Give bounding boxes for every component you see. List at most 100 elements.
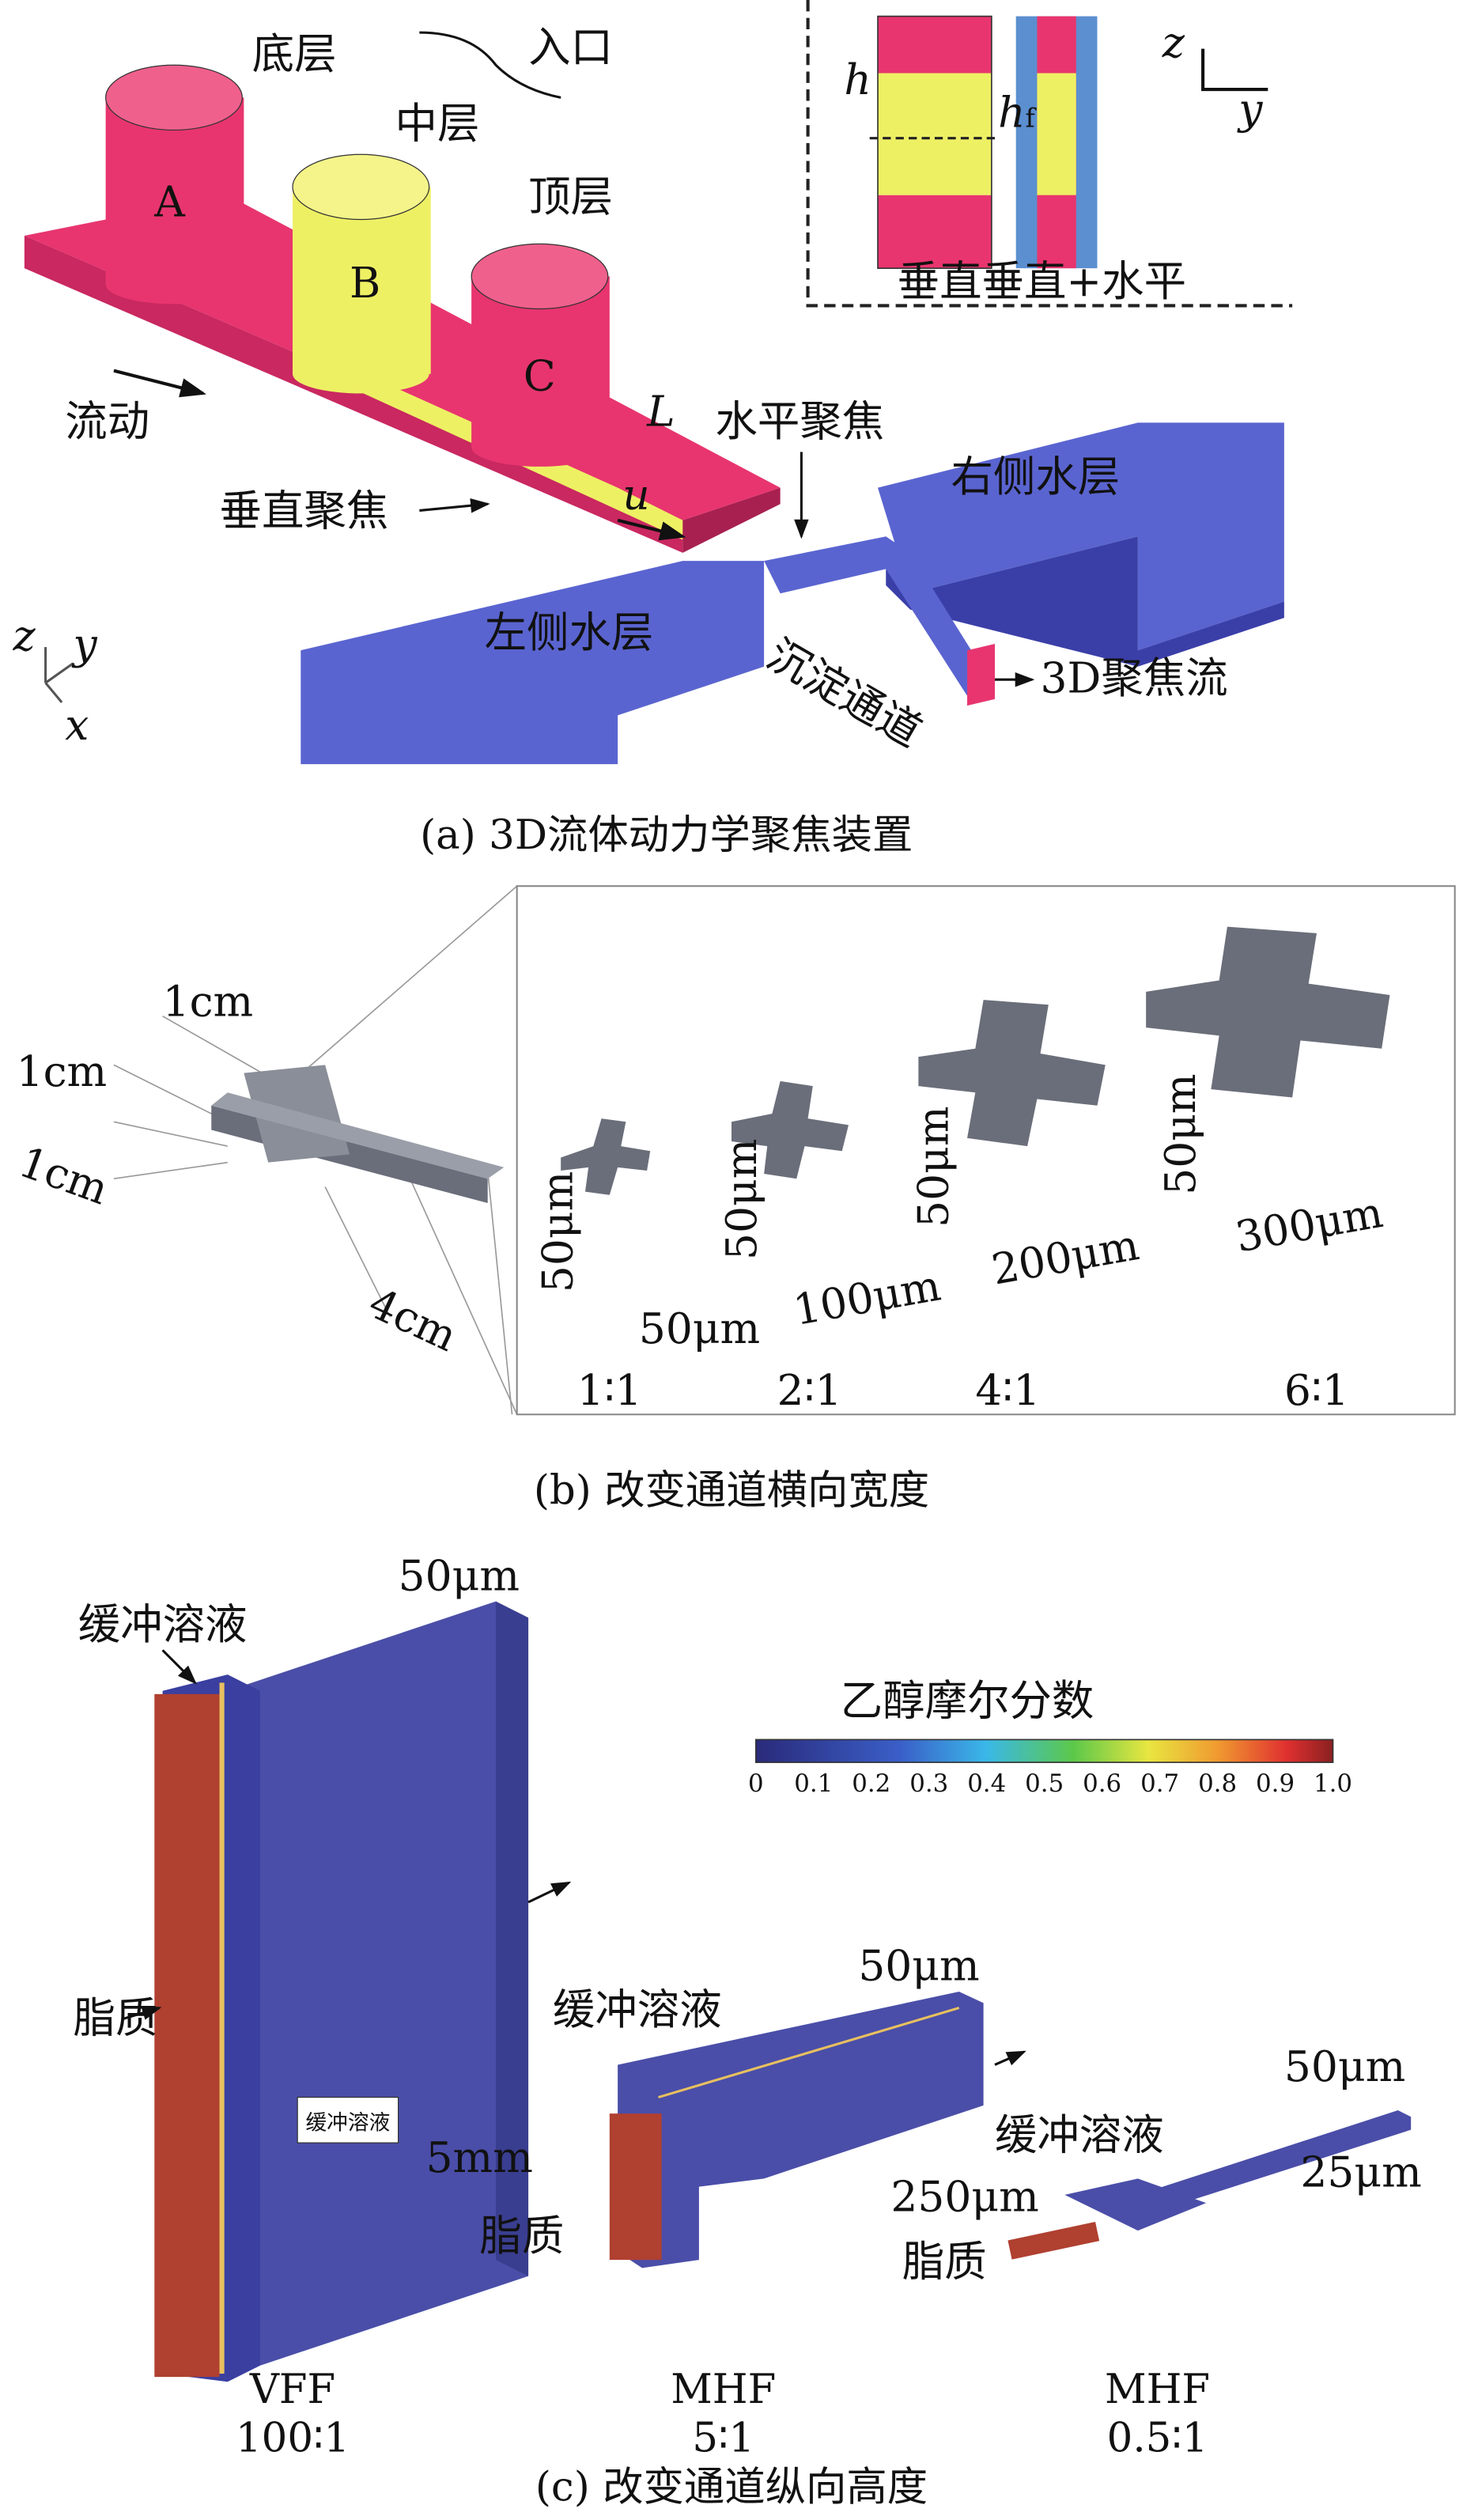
ratio-label: 2∶1 (777, 1365, 842, 1415)
width-label: 300μm (1232, 1187, 1386, 1262)
panel-a: A B C 底层 中层 顶层 入口 流动 垂直聚焦 L 水平聚焦 u 右侧水层 … (12, 0, 1293, 859)
colorbar: 乙醇摩尔分数 0 0.1 0.2 0.3 0.4 0.5 0.6 0.7 0.8 0.9 1.0 (748, 1676, 1352, 1799)
colorbar-tick: 0.4 (967, 1769, 1006, 1798)
inset-h-label: h (844, 55, 871, 104)
device-mhf-0-5-1: 50μm 缓冲溶液 脂质 25μm MHF 0.5∶1 (902, 2041, 1422, 2462)
colorbar-tick: 0.9 (1256, 1769, 1295, 1798)
label-middle-layer: 中层 (395, 99, 480, 149)
inlet-brace (419, 31, 561, 99)
caption-b: (b) 改变通道横向宽度 (534, 1466, 929, 1514)
colorbar-tick: 0.5 (1025, 1769, 1064, 1798)
caption-c: (c) 改变通道纵向高度 (535, 2463, 928, 2511)
device-type: VFF (249, 2366, 335, 2413)
dim-1cm-top: 1cm (163, 977, 254, 1027)
width-label: 200μm (988, 1220, 1142, 1295)
height-label: 5mm (426, 2132, 533, 2182)
axis-x-label: x (65, 700, 89, 750)
width-label: 50μm (858, 1941, 979, 1991)
dim-1cm-left: 1cm (17, 1046, 108, 1096)
device-ratio: 0.5∶1 (1107, 2415, 1208, 2462)
dim-1cm-bottom: 1cm (13, 1137, 115, 1214)
device-mhf-5-1: 50μm 缓冲溶液 脂质 250μm MHF 5∶1 (479, 1941, 1038, 2462)
axis-z-label: z (12, 611, 36, 660)
lipid-label: 脂质 (902, 2237, 987, 2287)
left-water-layer (301, 561, 765, 765)
colorbar-gradient (755, 1739, 1334, 1763)
cylinder-label-a: A (153, 176, 186, 226)
ratio-label: 1∶1 (577, 1365, 642, 1415)
lipid-block (1007, 2221, 1100, 2260)
device-ratio: 5∶1 (692, 2415, 754, 2462)
cylinder-c: C (471, 243, 610, 467)
label-right-water-layer: 右侧水层 (951, 452, 1120, 501)
panel-b: 1cm 1cm 1cm 4cm 50μm 50μm 1∶1 50μm 100μm… (13, 885, 1456, 1514)
width-label: 50μm (399, 1550, 520, 1600)
height-label: 50μm (908, 1106, 958, 1227)
inset-hf-sub: f (1026, 102, 1038, 133)
width-label: 100μm (790, 1260, 944, 1335)
height-label: 50μm (533, 1171, 583, 1292)
height-label: 50μm (1155, 1073, 1205, 1194)
axes-icon: z y x (12, 611, 97, 750)
caption-a: (a) 3D流体动力学聚焦装置 (420, 812, 913, 859)
dim-4cm: 4cm (361, 1278, 464, 1362)
zoom-box (516, 885, 1456, 1416)
inset-hf: h (998, 87, 1025, 137)
panel-c: 乙醇摩尔分数 0 0.1 0.2 0.3 0.4 0.5 0.6 0.7 0.8 0.9 1.0 缓… (74, 1550, 1422, 2511)
cylinder-a: A (105, 64, 244, 305)
ratio-label: 4∶1 (975, 1365, 1040, 1415)
colorbar-tick: 0.8 (1198, 1769, 1237, 1798)
inset-caption: 垂直垂直+水平 (898, 256, 1186, 306)
lipid-column (154, 1693, 220, 2378)
lipid-label: 脂质 (479, 2211, 564, 2261)
precipitation-channel (764, 536, 992, 696)
variant-6-1: 50μm 300μm 6∶1 (1146, 926, 1390, 1415)
cross-device (113, 885, 518, 1415)
label-flow: 流动 (65, 396, 149, 446)
device-type: MHF (1105, 2366, 1210, 2413)
inset-hf-label: hf (998, 87, 1037, 137)
device-ratio: 100∶1 (236, 2415, 350, 2462)
colorbar-tick: 0.7 (1140, 1769, 1179, 1798)
device-type: MHF (671, 2366, 776, 2413)
colorbar-tick: 0.1 (794, 1769, 833, 1798)
axis-y-label: y (72, 619, 98, 668)
inner-buffer-label: 缓冲溶液 (305, 2111, 390, 2136)
cylinder-b: B (292, 153, 431, 394)
cylinder-label-b: B (350, 258, 380, 308)
buffer-label: 缓冲溶液 (553, 1985, 722, 2034)
colorbar-tick: 0.2 (852, 1769, 890, 1798)
label-inlet: 入口 (528, 22, 613, 72)
label-horizontal-focus: 水平聚焦 (715, 396, 884, 446)
inset-y-label: y (1237, 84, 1263, 134)
buffer-label: 缓冲溶液 (78, 1599, 248, 1649)
ratio-label: 6∶1 (1284, 1365, 1349, 1415)
colorbar-tick: 0.6 (1083, 1769, 1121, 1798)
height-label: 50μm (716, 1139, 766, 1260)
label-top-layer: 顶层 (528, 172, 613, 221)
label-u: u (622, 469, 649, 519)
height-label: 25μm (1300, 2147, 1421, 2197)
device-vff: 缓冲溶液 50μm 缓冲溶液 脂质 5mm VFF 100∶1 (74, 1550, 572, 2462)
colorbar-title: 乙醇摩尔分数 (841, 1676, 1094, 1726)
cross-section-inset: h hf z y 垂直垂直+水平 (806, 0, 1293, 308)
label-precipitation-channel: 沉淀通道 (759, 629, 931, 756)
lipid-label: 脂质 (74, 1992, 158, 2042)
label-L: L (646, 387, 675, 437)
colorbar-tick: 0.3 (909, 1769, 948, 1798)
width-label: 50μm (1284, 2041, 1405, 2091)
label-bottom-layer: 底层 (252, 28, 337, 78)
colorbar-tick: 1.0 (1314, 1769, 1352, 1798)
label-left-water-layer: 左侧水层 (485, 607, 654, 657)
height-label: 250μm (890, 2171, 1038, 2221)
cylinder-label-c: C (524, 350, 556, 400)
variant-4-1: 50μm 200μm 4∶1 (908, 1000, 1143, 1415)
flow-arrow (113, 369, 206, 398)
colorbar-tick: 0 (748, 1769, 764, 1798)
width-label: 50μm (639, 1304, 760, 1353)
label-3d-focused-flow: 3D聚焦流 (1041, 653, 1228, 703)
right-water-layer (877, 422, 1284, 651)
variant-1-1: 50μm 50μm 1∶1 (533, 1118, 760, 1415)
label-vertical-focus: 垂直聚焦 (220, 486, 389, 535)
